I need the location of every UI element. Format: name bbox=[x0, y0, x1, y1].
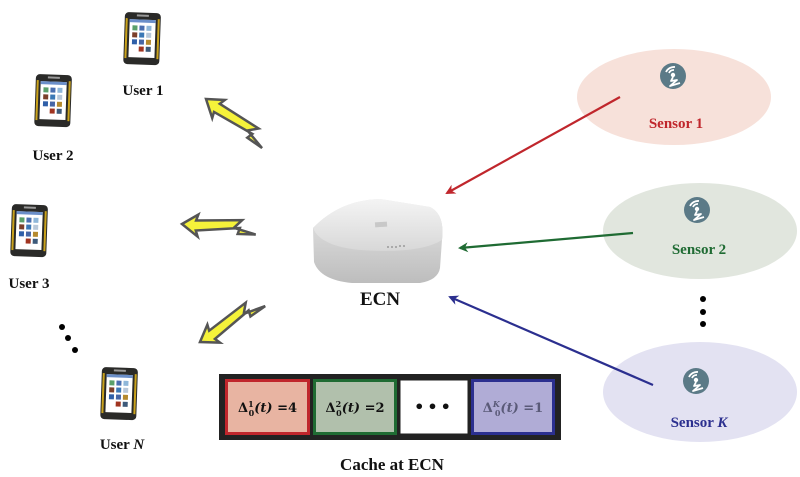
sensor-icon bbox=[682, 367, 710, 395]
sensor-2-ellipse bbox=[603, 183, 797, 279]
sensor-k-to-ecn-arrow bbox=[448, 295, 654, 387]
sensor-icon bbox=[659, 62, 687, 90]
wireless-arrow-user-3 bbox=[180, 212, 258, 240]
sensor-2-to-ecn-arrow bbox=[458, 231, 634, 253]
sensor-1-label: Sensor 1 bbox=[649, 116, 703, 132]
sensor-icon bbox=[683, 196, 711, 224]
sensor-k: Sensor K bbox=[603, 342, 797, 442]
user-ellipsis bbox=[59, 324, 78, 353]
sensor-1-ellipse bbox=[577, 49, 771, 145]
cache-title: Cache at ECN bbox=[340, 455, 445, 474]
cache-slot-box bbox=[471, 379, 555, 435]
cache-slot: ••• bbox=[400, 380, 468, 434]
cache-ellipsis: ••• bbox=[414, 397, 454, 416]
ecn-label: ECN bbox=[360, 289, 400, 310]
ecn-access-point bbox=[313, 199, 443, 283]
tablet-icon bbox=[123, 12, 161, 66]
sensor-2-label: Sensor 2 bbox=[672, 242, 726, 258]
user-2: User 2 bbox=[33, 74, 74, 164]
sensor-1: Sensor 1 bbox=[577, 49, 771, 145]
sensor-k-label: Sensor K bbox=[671, 415, 729, 431]
sensor-1-to-ecn-arrow bbox=[445, 96, 621, 194]
user-1: User 1 bbox=[123, 12, 164, 99]
user-3-label: User 3 bbox=[9, 276, 50, 292]
tablet-icon bbox=[34, 74, 72, 128]
user-n: User N bbox=[100, 367, 145, 453]
cache-slot-box bbox=[225, 379, 310, 435]
tablet-icon bbox=[10, 204, 48, 258]
user-1-label: User 1 bbox=[123, 83, 164, 99]
cache-slot-box bbox=[313, 379, 397, 435]
sensor-2: Sensor 2 bbox=[603, 183, 797, 279]
tablet-icon bbox=[100, 367, 138, 421]
wireless-arrow-user-n bbox=[193, 290, 269, 354]
user-n-label: User N bbox=[100, 437, 145, 453]
cache-slot-box bbox=[400, 380, 468, 434]
sensor-ellipsis bbox=[700, 296, 706, 327]
wireless-arrow-user-1 bbox=[197, 89, 274, 153]
user-3: User 3 bbox=[9, 204, 50, 292]
user-2-label: User 2 bbox=[33, 148, 74, 164]
